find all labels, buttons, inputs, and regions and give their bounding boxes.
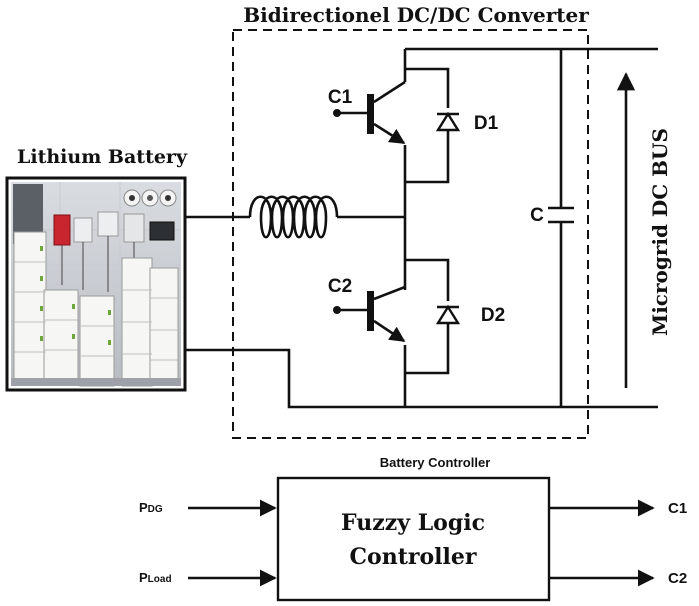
battery-photo: [5, 176, 187, 392]
dc-bus-label: Microgrid DC BUS: [648, 128, 672, 336]
converter-boundary: [232, 29, 589, 439]
output-c1-label: C1: [668, 500, 687, 517]
battery-label: Lithium Battery: [17, 146, 188, 168]
controller-heading: Battery Controller: [380, 455, 491, 470]
inductor: [248, 195, 339, 239]
c1-label: C1: [328, 87, 353, 108]
output-c2-label: C2: [668, 570, 687, 587]
diode-d2: [405, 258, 461, 375]
controller-line1: Fuzzy Logic: [341, 510, 485, 536]
igbt-c2: [333, 285, 406, 343]
diode-d1: [405, 67, 461, 184]
output-capacitor: [548, 49, 574, 407]
fuzzy-logic-controller-box: [276, 476, 551, 602]
controller-line2: Controller: [350, 544, 477, 570]
input-pload-label: PLoad: [139, 570, 172, 585]
c2-label: C2: [328, 276, 352, 297]
igbt-c1: [333, 80, 406, 145]
d1-label: D1: [474, 113, 499, 134]
input-pdg-label: PDG: [139, 500, 163, 515]
converter-title: Bidirectionel DC/DC Converter: [243, 3, 589, 27]
capacitor-label: C: [530, 205, 544, 226]
negative-rail-wire: [186, 348, 658, 409]
d2-label: D2: [481, 305, 505, 326]
